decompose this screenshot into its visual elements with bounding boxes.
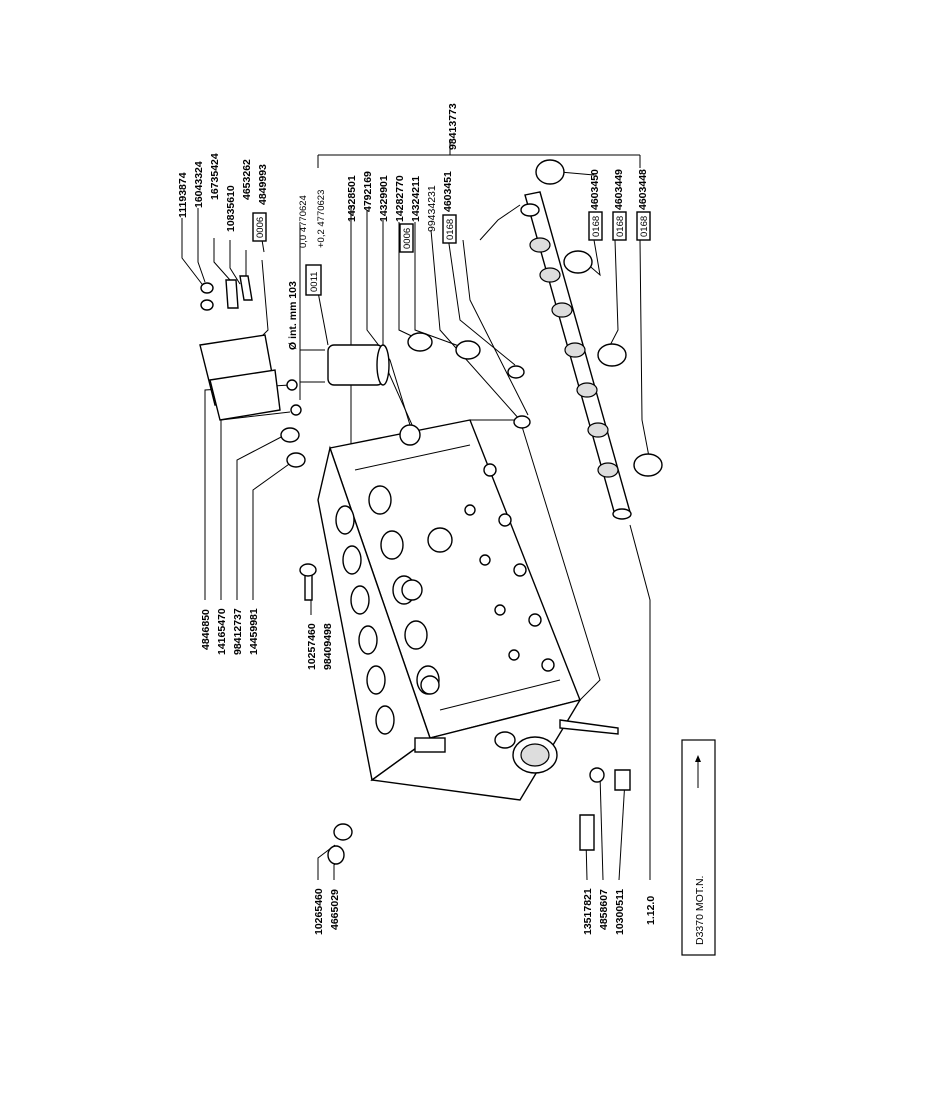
label-98409498: 98409498 [322, 623, 334, 670]
label-4849993: 4849993 [257, 164, 269, 205]
liner-and-cover [199, 332, 531, 468]
tolerance-line-2: +0,2 4770623 [316, 190, 327, 248]
label-16735424: 16735424 [209, 153, 221, 200]
label-10265460: 10265460 [313, 888, 325, 935]
camshaft-bearings [535, 159, 663, 477]
box-0011-label: 0011 [309, 272, 320, 292]
label-4792169: 4792169 [362, 171, 374, 212]
tolerance-line-1: 0,0 4770624 [298, 195, 309, 248]
label-4858607: 4858607 [598, 889, 610, 930]
box-0168-d [636, 211, 651, 241]
caption-text: D3370 MOT.N. [694, 876, 706, 945]
small-fittings [200, 275, 631, 865]
box-0168-c-label: 0168 [615, 216, 626, 237]
label-1.12.0: 1.12.0 [645, 896, 657, 925]
direction-arrow-icon [695, 755, 701, 762]
label-98412737: 98412737 [232, 608, 244, 655]
label-4603450: 4603450 [589, 169, 601, 210]
box-0168-c [612, 211, 627, 241]
box-0006-center-label: 0006 [402, 228, 413, 249]
top-label-group: 11193874 16043324 16735424 10835610 4653… [177, 153, 327, 350]
box-0168-a [442, 214, 457, 244]
label-4603449: 4603449 [613, 169, 625, 210]
box-0168-a-label: 0168 [445, 219, 456, 240]
label-99434231: 99434231 [426, 185, 438, 232]
label-14329901: 14329901 [378, 175, 390, 222]
box-0006-top [252, 212, 267, 242]
label-98413773: 98413773 [447, 103, 459, 150]
label-14324211: 14324211 [410, 176, 422, 222]
box-0006-center [399, 223, 414, 253]
label-10300511: 10300511 [614, 889, 626, 935]
label-14165470: 14165470 [216, 608, 228, 655]
label-10835610: 10835610 [225, 185, 237, 232]
box-0168-d-label: 0168 [639, 216, 650, 237]
label-10257460: 10257460 [306, 623, 318, 670]
caption-box: D3370 MOT.N. [681, 739, 716, 956]
box-0168-b [588, 211, 603, 241]
cylinder-head-block [317, 419, 619, 801]
label-4846850: 4846850 [200, 609, 212, 650]
bottom-label-group: 13517821 4858607 10300511 1.12.0 [582, 888, 657, 935]
label-4665029: 4665029 [329, 889, 341, 930]
label-11193874: 11193874 [177, 172, 189, 218]
label-13517821: 13517821 [582, 888, 594, 935]
bore-note: Ø int. mm 103 [287, 281, 299, 350]
center-label-group: 14328501 4792169 14329901 14282770 14324… [346, 103, 651, 253]
box-0006-top-label: 0006 [255, 217, 266, 238]
label-14282770: 14282770 [394, 175, 406, 222]
label-14328501: 14328501 [346, 175, 358, 222]
camshaft [520, 191, 632, 520]
label-4603448: 4603448 [637, 169, 649, 210]
label-14459981: 14459981 [248, 608, 260, 655]
valve-bosses [399, 424, 555, 695]
box-0168-b-label: 0168 [591, 216, 602, 237]
label-4603451: 4603451 [442, 171, 454, 212]
label-16043324: 16043324 [193, 161, 205, 208]
label-4653262: 4653262 [241, 159, 253, 200]
left-label-group: 4846850 14165470 98412737 14459981 10257… [200, 608, 341, 935]
box-0011 [305, 264, 322, 296]
